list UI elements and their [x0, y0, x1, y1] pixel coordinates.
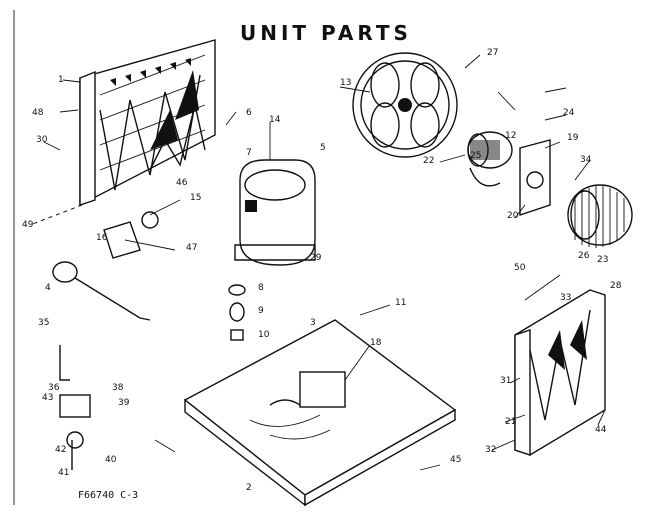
- part-callout-4: 4: [45, 283, 51, 293]
- part-callout-47: 47: [186, 243, 197, 253]
- part-callout-29: 29: [310, 253, 322, 263]
- part-callout-40: 40: [105, 455, 117, 465]
- part-callout-38: 38: [112, 383, 124, 393]
- drawing-code: F66740 C-3: [78, 490, 138, 501]
- part-callout-46: 46: [176, 178, 188, 188]
- capacitor: [103, 221, 141, 259]
- control-switch: [59, 345, 91, 470]
- part-callout-15: 15: [190, 193, 201, 203]
- evaporator-coil: [29, 39, 216, 226]
- motor-bracket: [519, 139, 551, 216]
- part-callouts: 1234567891011121314151618192021222324252…: [22, 48, 622, 493]
- part-callout-36: 36: [48, 383, 60, 393]
- part-callout-9: 9: [258, 306, 264, 316]
- part-callout-1: 1: [58, 75, 64, 85]
- condenser-coil: [514, 289, 606, 456]
- blower-wheel: [567, 184, 633, 248]
- part-callout-12: 12: [505, 131, 516, 141]
- part-callout-11: 11: [395, 298, 406, 308]
- diagram-title: UNIT PARTS: [240, 21, 412, 45]
- part-callout-16: 16: [96, 233, 108, 243]
- part-callout-34: 34: [580, 155, 592, 165]
- mounting-hardware: [228, 284, 246, 341]
- part-callout-50: 50: [514, 263, 526, 273]
- part-callout-39: 39: [118, 398, 130, 408]
- part-callout-41: 41: [58, 468, 69, 478]
- part-callout-31: 31: [500, 376, 511, 386]
- part-callout-19: 19: [567, 133, 579, 143]
- part-callout-8: 8: [258, 283, 264, 293]
- part-callout-13: 13: [340, 78, 351, 88]
- part-callout-32: 32: [485, 445, 496, 455]
- evaporator-fins: [110, 58, 199, 150]
- part-callout-18: 18: [370, 338, 382, 348]
- part-callout-21: 21: [505, 417, 516, 427]
- part-callout-27: 27: [487, 48, 498, 58]
- part-callout-7: 7: [246, 148, 252, 158]
- part-callout-48: 48: [32, 108, 44, 118]
- part-callout-3: 3: [310, 318, 316, 328]
- part-callout-30: 30: [36, 135, 48, 145]
- fan-motor: [467, 131, 513, 187]
- part-callout-2: 2: [246, 483, 252, 493]
- part-callout-28: 28: [610, 281, 622, 291]
- base-pan: [183, 319, 457, 507]
- part-callout-49: 49: [22, 220, 34, 230]
- part-callout-22: 22: [423, 156, 434, 166]
- part-callout-14: 14: [269, 115, 281, 125]
- part-callout-10: 10: [258, 330, 270, 340]
- part-callout-45: 45: [450, 455, 461, 465]
- part-callout-26: 26: [578, 251, 590, 261]
- part-callout-25: 25: [470, 151, 481, 161]
- part-callout-44: 44: [595, 425, 607, 435]
- overload-protector: [141, 211, 159, 229]
- part-callout-35: 35: [38, 318, 49, 328]
- part-callout-43: 43: [42, 393, 53, 403]
- part-callout-23: 23: [597, 255, 608, 265]
- drain-strap: [52, 261, 151, 321]
- part-callout-5: 5: [320, 143, 326, 153]
- part-callout-24: 24: [563, 108, 575, 118]
- fan-blade: [352, 52, 458, 158]
- compressor: [234, 159, 316, 266]
- part-callout-42: 42: [55, 445, 66, 455]
- leader-lines: [43, 54, 606, 471]
- part-callout-20: 20: [507, 211, 519, 221]
- part-callout-33: 33: [560, 293, 571, 303]
- part-callout-6: 6: [246, 108, 252, 118]
